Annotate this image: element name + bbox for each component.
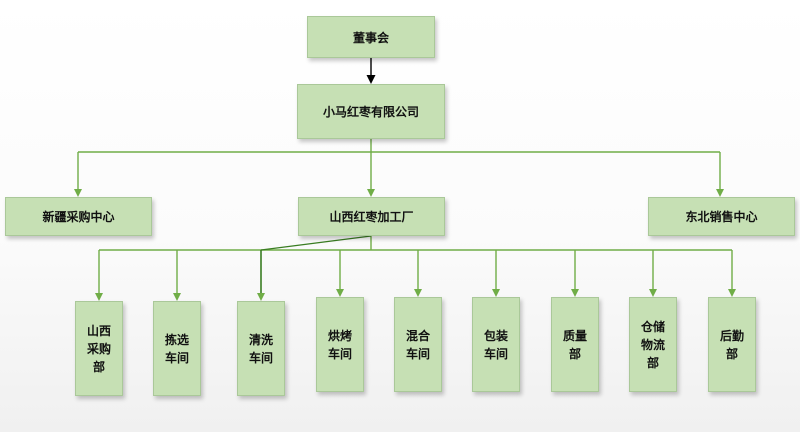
node-dept-washing-workshop: 清洗 车间 [237, 301, 285, 396]
node-company: 小马红枣有限公司 [297, 84, 445, 139]
node-dept-shanxi-purchasing: 山西 采购 部 [75, 301, 123, 396]
node-shanxi-processing-plant: 山西红枣加工厂 [298, 197, 445, 236]
connector-factory-wash-link [260, 235, 372, 251]
node-dept-mixing-workshop: 混合 车间 [394, 297, 442, 392]
node-dept-warehouse-logistics: 仓储 物流 部 [629, 297, 677, 392]
node-northeast-sales-center: 东北销售中心 [648, 197, 795, 236]
node-dept-logistics-support: 后勤 部 [708, 297, 756, 392]
node-dept-quality: 质量 部 [551, 297, 599, 392]
node-dept-packaging-workshop: 包装 车间 [472, 297, 520, 392]
node-dept-baking-workshop: 烘烤 车间 [316, 297, 364, 392]
node-board: 董事会 [307, 16, 435, 58]
node-xinjiang-purchasing-center: 新疆采购中心 [5, 197, 152, 236]
node-dept-sorting-workshop: 拣选 车间 [153, 301, 201, 396]
